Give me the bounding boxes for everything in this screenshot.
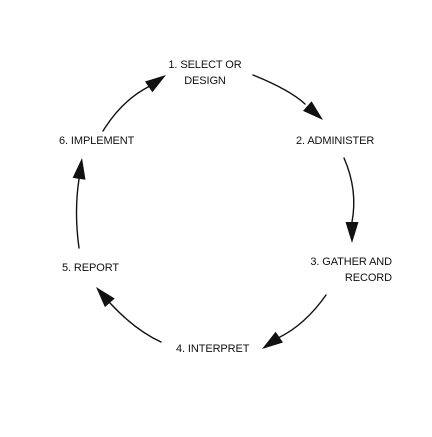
step-6-label: 6. IMPLEMENT — [59, 133, 134, 149]
step-5-label: 5. REPORT — [62, 260, 119, 276]
step-2-label: 2. ADMINISTER — [296, 133, 374, 149]
step-3-label: 3. GATHER AND RECORD — [290, 254, 392, 286]
arrow-2-3-line — [343, 157, 355, 223]
step-1-label-line-1: 1. SELECT OR — [168, 59, 242, 71]
step-2-label-line-1: 2. ADMINISTER — [296, 135, 375, 147]
arrow-3-4-line — [277, 294, 327, 339]
arrow-1-2-head-icon — [303, 101, 323, 120]
step-1-label: 1. SELECT OR DESIGN — [150, 57, 260, 89]
step-4-label-line-1: 4. INTERPRET — [176, 343, 250, 355]
step-1-label-line-2: DESIGN — [184, 75, 226, 87]
arrow-2-3-head-icon — [345, 222, 359, 243]
step-5-label-line-1: 5. REPORT — [62, 262, 119, 274]
step-3-label-line-2: RECORD — [344, 272, 392, 284]
step-4-label: 4. INTERPRET — [176, 341, 249, 357]
step-6-label-line-1: 6. IMPLEMENT — [59, 135, 135, 147]
arrow-3-4-head-icon — [262, 331, 283, 349]
arrow-5-6-line — [75, 178, 80, 249]
arrow-6-1-head-icon — [145, 75, 166, 93]
arrow-4-5-line — [109, 302, 162, 343]
step-3-label-line-1: 3. GATHER AND — [310, 256, 392, 268]
arrow-5-6-head-icon — [72, 158, 86, 180]
arrow-4-5-head-icon — [96, 287, 115, 308]
arrow-6-1-line — [102, 85, 151, 132]
arrow-1-2-line — [252, 74, 306, 105]
